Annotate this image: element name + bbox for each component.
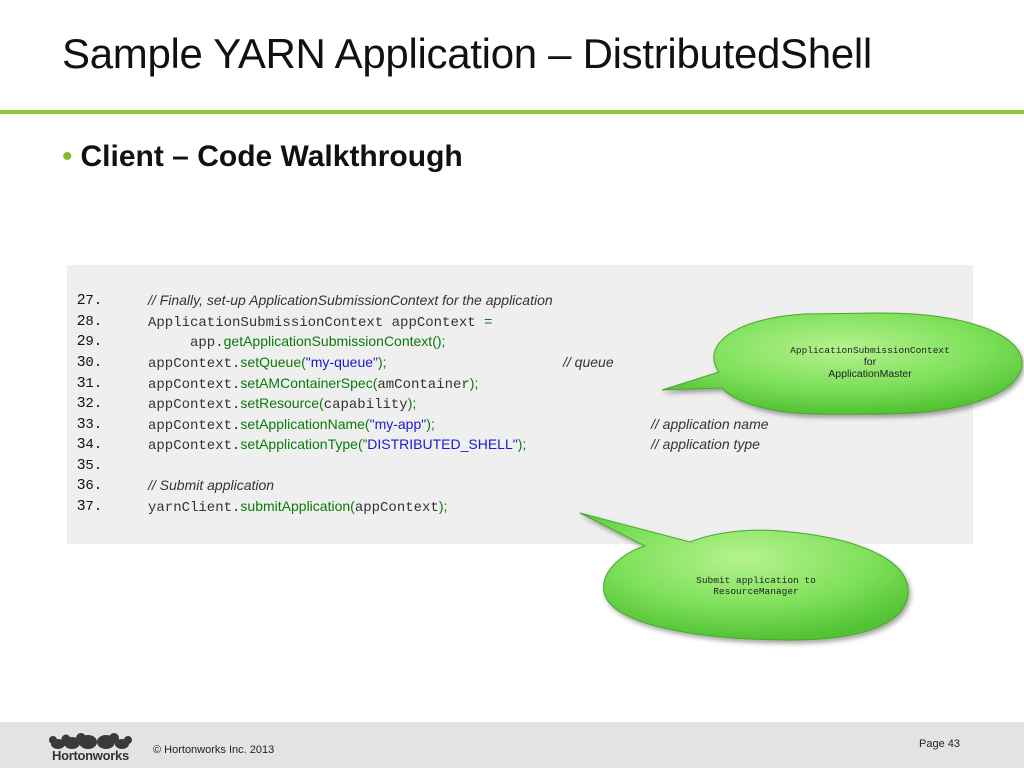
line-number: 30.	[77, 353, 103, 371]
line-number: 28.	[77, 312, 103, 330]
code-comment: // application type	[651, 436, 760, 452]
line-number: 36.	[77, 476, 103, 494]
line-number: 33.	[77, 415, 103, 433]
code-line-31: 31. appContext.setAMContainerSpec(amCont…	[77, 374, 479, 393]
title-divider	[0, 110, 1024, 114]
code-comment: // queue	[563, 354, 614, 370]
code-line-28: 28. ApplicationSubmissionContext appCont…	[77, 312, 493, 331]
code-comment: // Submit application	[148, 477, 275, 493]
code-line-36: 36. // Submit application	[77, 475, 274, 495]
callout-rm	[579, 512, 909, 641]
bullet-dot-icon: •	[62, 140, 73, 173]
code-line-30: 30. appContext.setQueue("my-queue"); // …	[77, 353, 614, 372]
footer: Hortonworks © Hortonworks Inc. 2013 Page…	[0, 722, 1024, 768]
code-line-32: 32. appContext.setResource(capability);	[77, 394, 417, 413]
code-line-33: 33. appContext.setApplicationName("my-ap…	[77, 415, 769, 434]
code-comment: // application name	[651, 416, 769, 432]
code-line-37: 37. yarnClient.submitApplication(appCont…	[77, 497, 448, 516]
line-number: 35.	[77, 456, 103, 474]
elephant-herd-icon	[49, 733, 132, 749]
callout-rm-text: Submit application to ResourceManager	[696, 575, 816, 597]
line-number: 27.	[77, 291, 103, 309]
bullet-item: •Client – Code Walkthrough	[62, 140, 463, 174]
page-number: Page 43	[919, 738, 960, 750]
code-line-34: 34. appContext.setApplicationType(”DISTR…	[77, 435, 760, 454]
company-logo: Hortonworks	[52, 748, 129, 763]
code-line-27: 27. // Finally, set-up ApplicationSubmis…	[77, 290, 553, 310]
line-number: 34.	[77, 435, 103, 453]
bullet-text: Client – Code Walkthrough	[80, 140, 463, 173]
line-number: 29.	[77, 332, 103, 350]
line-number: 32.	[77, 394, 103, 412]
callout-am	[661, 312, 1023, 415]
code-comment: // Finally, set-up ApplicationSubmission…	[148, 292, 553, 308]
copyright-text: © Hortonworks Inc. 2013	[153, 744, 275, 756]
callout-am-text: ApplicationSubmissionContext for Applica…	[790, 345, 950, 380]
code-line-35: 35.	[77, 455, 102, 475]
code-line-29: 29. app.getApplicationSubmissionContext(…	[77, 332, 446, 351]
line-number: 31.	[77, 374, 103, 392]
slide-title: Sample YARN Application – DistributedShe…	[62, 30, 872, 77]
line-number: 37.	[77, 497, 103, 515]
